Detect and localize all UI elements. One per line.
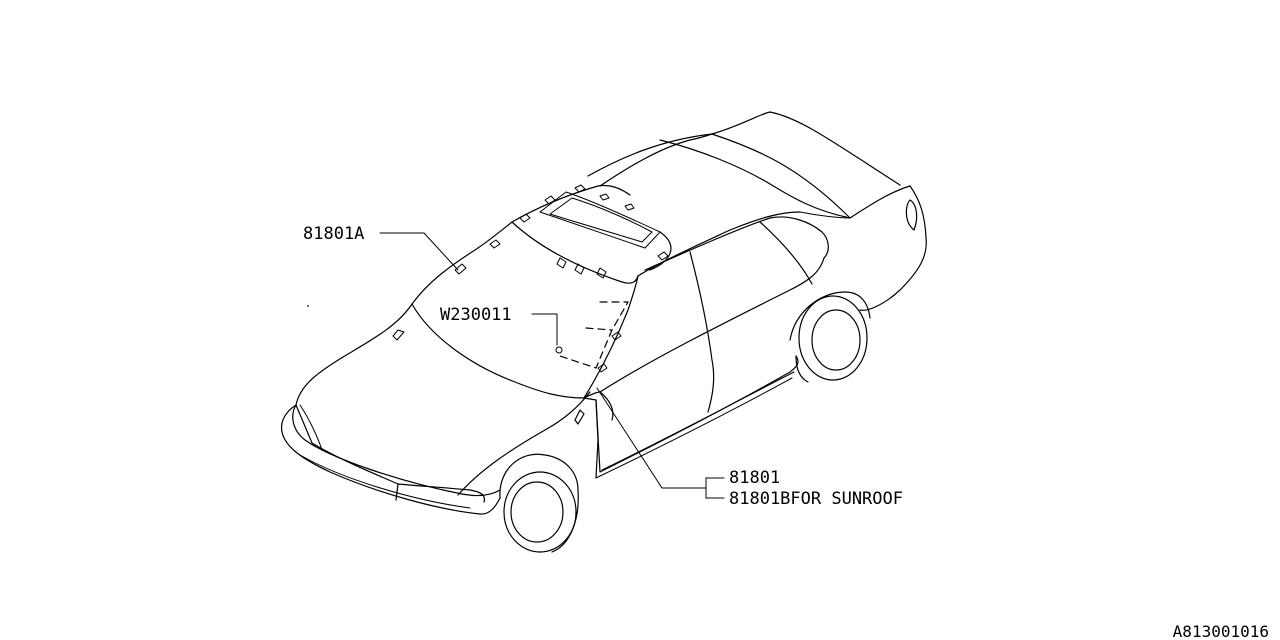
leader-81801a [379, 232, 459, 271]
label-w230011: W230011 [440, 305, 512, 325]
label-81801a: 81801A [303, 224, 364, 244]
label-81801b-for-sunroof: 81801BFOR SUNROOF [729, 489, 903, 509]
label-81801: 81801 [729, 468, 780, 488]
leader-lines [379, 232, 725, 499]
figure-reference-code: A813001016 [1173, 622, 1269, 640]
leader-81801 [596, 387, 707, 489]
car-illustration [280, 111, 927, 553]
leader-w230011 [531, 313, 558, 346]
